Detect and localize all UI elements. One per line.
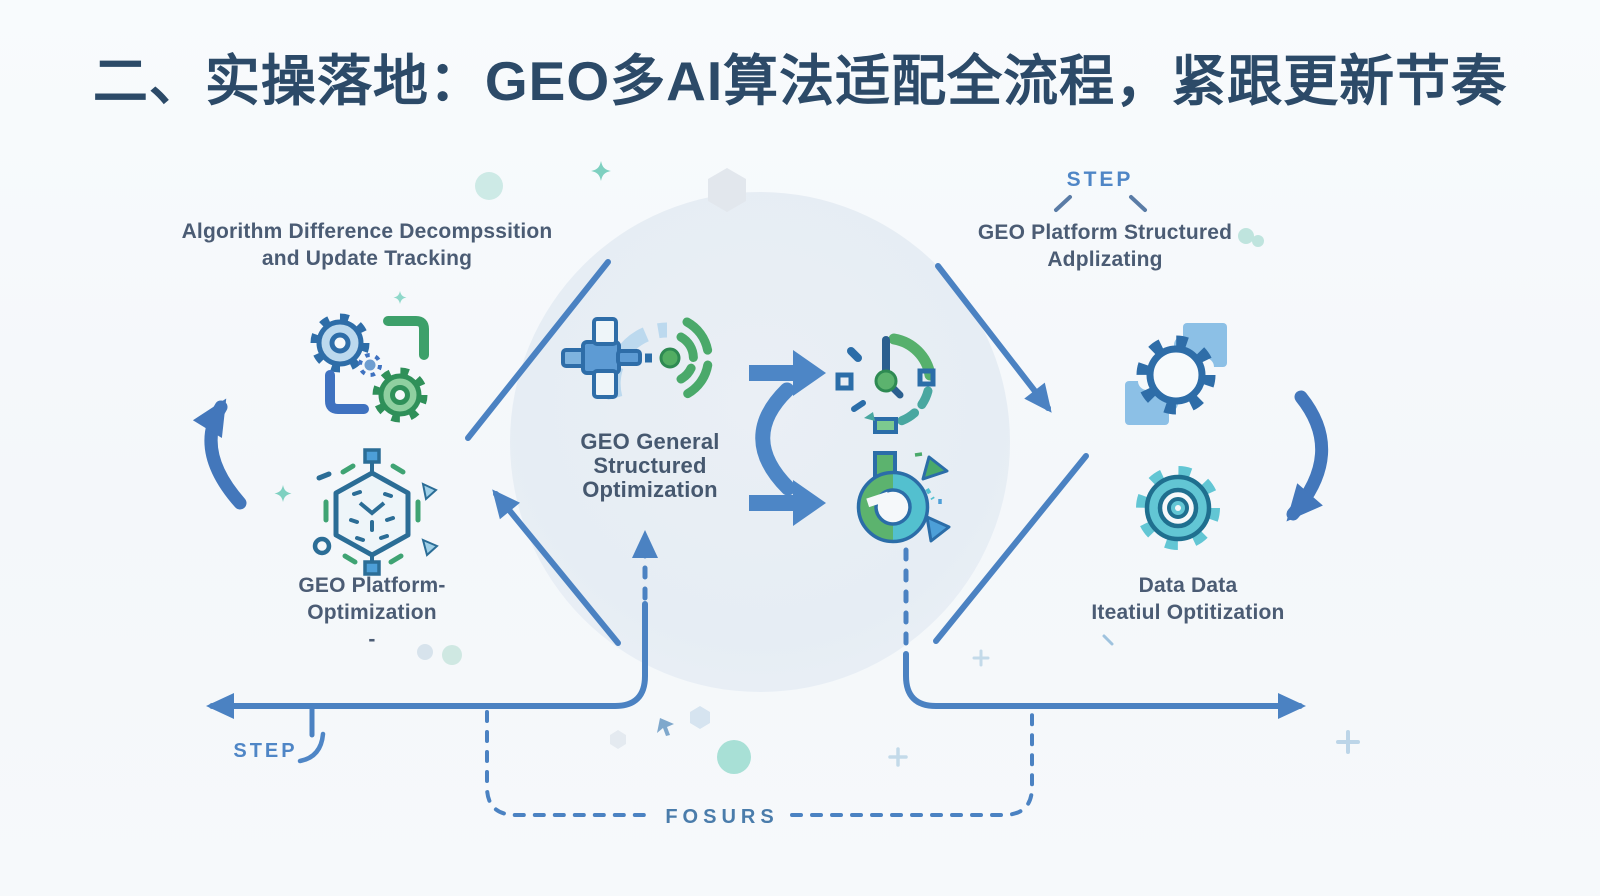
label-algorithm-difference: Algorithm Difference Decompssition and U… (181, 220, 553, 270)
curved-arrow-right (1286, 390, 1328, 522)
page-title: 二、实操落地：GEO多AI算法适配全流程，紧跟更新节奏 (92, 50, 1508, 112)
flask-chart-icon (843, 447, 958, 552)
plus-decoration (1336, 730, 1360, 754)
curved-arrow-left (192, 398, 247, 510)
plus-decoration (888, 747, 908, 767)
sync-gears-icon (300, 303, 450, 435)
label-focus: FOSURS (665, 806, 779, 828)
step-tick-right (1129, 195, 1147, 212)
hexagon-decoration (690, 706, 710, 729)
label-geo-platform-optimization: GEO Platform- Optimization - (298, 574, 446, 651)
sparkle-icon (591, 161, 611, 181)
plus-decoration (972, 649, 990, 667)
dot-decoration (475, 172, 503, 200)
sparkle-icon (274, 485, 292, 502)
focus-bracket-left (485, 710, 654, 817)
label-data-iteration: Data Data Iteatiul Optitization (1091, 574, 1285, 624)
hexagon-decoration (610, 730, 626, 749)
step-tick-left (1054, 195, 1072, 212)
dot-decoration (717, 740, 751, 774)
schedule-clock-icon (830, 325, 942, 437)
puzzle-gear-icon (1115, 315, 1240, 437)
gear-icon (1128, 458, 1228, 558)
tick-decoration (1102, 634, 1114, 646)
radar-target-icon (557, 302, 722, 417)
focus-bracket-right (790, 710, 1034, 817)
hexagon-network-icon (305, 448, 440, 578)
label-step-top: STEP (1066, 168, 1134, 191)
cursor-decoration (657, 718, 674, 736)
bottom-right-arrow (903, 651, 1306, 719)
label-geo-platform-structured: GEO Platform Structured Adplizating (977, 221, 1233, 271)
label-geo-general: GEO General Structured Optimization (580, 429, 720, 502)
label-step-bottom: STEP (233, 740, 298, 762)
